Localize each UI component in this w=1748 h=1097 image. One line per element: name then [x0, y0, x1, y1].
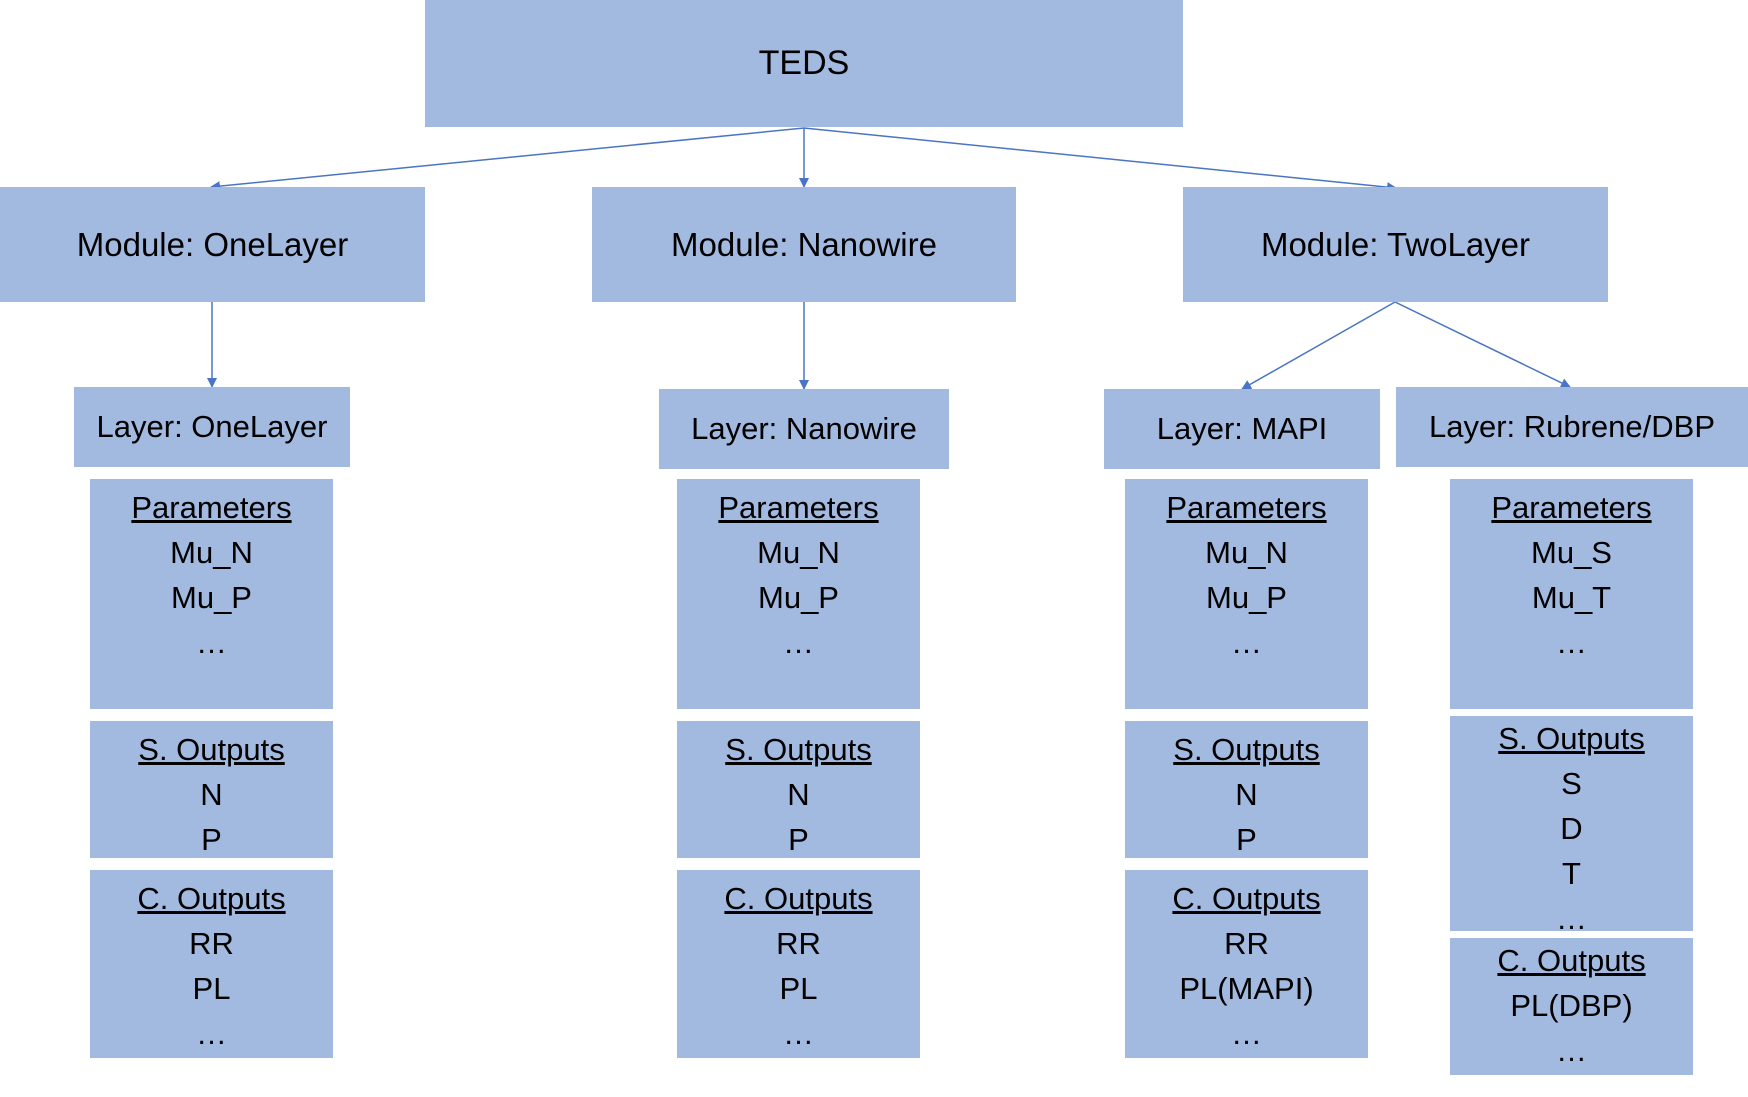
parameters-box: Parameters Mu_N Mu_P …: [677, 479, 920, 709]
s-outputs-box: S. Outputs N P: [1125, 721, 1368, 858]
parameter-item: …: [783, 625, 814, 660]
c-output-item: …: [1556, 1033, 1587, 1068]
layer-mapi: Layer: MAPI: [1104, 389, 1380, 469]
parameters-box: Parameters Mu_S Mu_T …: [1450, 479, 1693, 709]
parameters-box: Parameters Mu_N Mu_P …: [1125, 479, 1368, 709]
s-outputs-heading: S. Outputs: [1173, 732, 1320, 767]
module-label: Module: OneLayer: [76, 225, 349, 263]
arrow-teds-to-onelayer: [210, 127, 805, 192]
s-output-item: P: [788, 822, 809, 857]
layer-label: Layer: Rubrene/DBP: [1428, 409, 1716, 444]
parameter-item: Mu_P: [1206, 580, 1287, 615]
s-output-item: T: [1562, 856, 1581, 891]
parameters-heading: Parameters: [1491, 490, 1652, 525]
s-output-item: D: [1560, 811, 1583, 846]
layer-label: Layer: OneLayer: [96, 409, 328, 444]
c-outputs-box: C. Outputs RR PL …: [90, 870, 333, 1058]
s-outputs-heading: S. Outputs: [1498, 721, 1645, 756]
parameters-heading: Parameters: [131, 490, 292, 525]
parameter-item: Mu_N: [1205, 535, 1288, 570]
c-outputs-heading: C. Outputs: [1497, 943, 1646, 978]
s-output-item: P: [201, 822, 222, 857]
parameter-item: Mu_N: [170, 535, 253, 570]
layer-onelayer: Layer: OneLayer: [74, 387, 350, 467]
c-output-item: PL(MAPI): [1179, 971, 1314, 1006]
c-outputs-heading: C. Outputs: [1172, 881, 1321, 916]
c-output-item: …: [196, 1016, 227, 1051]
c-output-item: PL: [192, 971, 231, 1006]
s-outputs-heading: S. Outputs: [725, 732, 872, 767]
root-label: TEDS: [758, 44, 850, 82]
c-output-item: RR: [189, 926, 234, 961]
parameter-item: …: [1556, 625, 1587, 660]
s-outputs-box: S. Outputs N P: [677, 721, 920, 858]
module-label: Module: Nanowire: [671, 225, 937, 263]
parameter-item: Mu_P: [758, 580, 839, 615]
module-twolayer: Module: TwoLayer: [1183, 187, 1608, 302]
s-output-item: …: [1556, 901, 1587, 936]
root-node-teds: TEDS: [425, 0, 1183, 127]
parameters-heading: Parameters: [1166, 490, 1327, 525]
arrow-teds-to-twolayer: [803, 127, 1397, 193]
c-outputs-box: C. Outputs RR PL(MAPI) …: [1125, 870, 1368, 1058]
layer-nanowire: Layer: Nanowire: [659, 389, 949, 469]
s-output-item: S: [1561, 766, 1582, 801]
c-output-item: …: [783, 1016, 814, 1051]
s-output-item: N: [1235, 777, 1258, 812]
s-output-item: N: [200, 777, 223, 812]
c-outputs-box: C. Outputs RR PL …: [677, 870, 920, 1058]
s-outputs-box: S. Outputs S D T …: [1450, 716, 1693, 936]
parameter-item: Mu_P: [171, 580, 252, 615]
module-nanowire: Module: Nanowire: [592, 187, 1016, 302]
module-onelayer: Module: OneLayer: [0, 187, 425, 302]
s-outputs-heading: S. Outputs: [138, 732, 285, 767]
arrow-twolayer-to-mapi: [1241, 301, 1396, 390]
c-output-item: RR: [1224, 926, 1269, 961]
parameter-item: Mu_T: [1531, 580, 1612, 615]
c-outputs-heading: C. Outputs: [724, 881, 873, 916]
c-outputs-box: C. Outputs PL(DBP) …: [1450, 938, 1693, 1075]
c-output-item: PL(DBP): [1510, 988, 1633, 1023]
parameter-item: …: [196, 625, 227, 660]
parameter-item: …: [1231, 625, 1262, 660]
module-label: Module: TwoLayer: [1260, 225, 1531, 263]
s-output-item: N: [787, 777, 810, 812]
c-output-item: PL: [779, 971, 818, 1006]
layer-rubrene-dbp: Layer: Rubrene/DBP: [1396, 387, 1748, 467]
parameters-box: Parameters Mu_N Mu_P …: [90, 479, 333, 709]
parameters-heading: Parameters: [718, 490, 879, 525]
c-output-item: …: [1231, 1016, 1262, 1051]
c-outputs-heading: C. Outputs: [137, 881, 286, 916]
s-output-item: P: [1236, 822, 1257, 857]
layer-label: Layer: Nanowire: [691, 411, 917, 446]
parameter-item: Mu_N: [757, 535, 840, 570]
parameter-item: Mu_S: [1531, 535, 1612, 570]
s-outputs-box: S. Outputs N P: [90, 721, 333, 858]
layer-label: Layer: MAPI: [1156, 411, 1328, 446]
c-output-item: RR: [776, 926, 821, 961]
arrow-twolayer-to-rubrene: [1394, 301, 1571, 388]
